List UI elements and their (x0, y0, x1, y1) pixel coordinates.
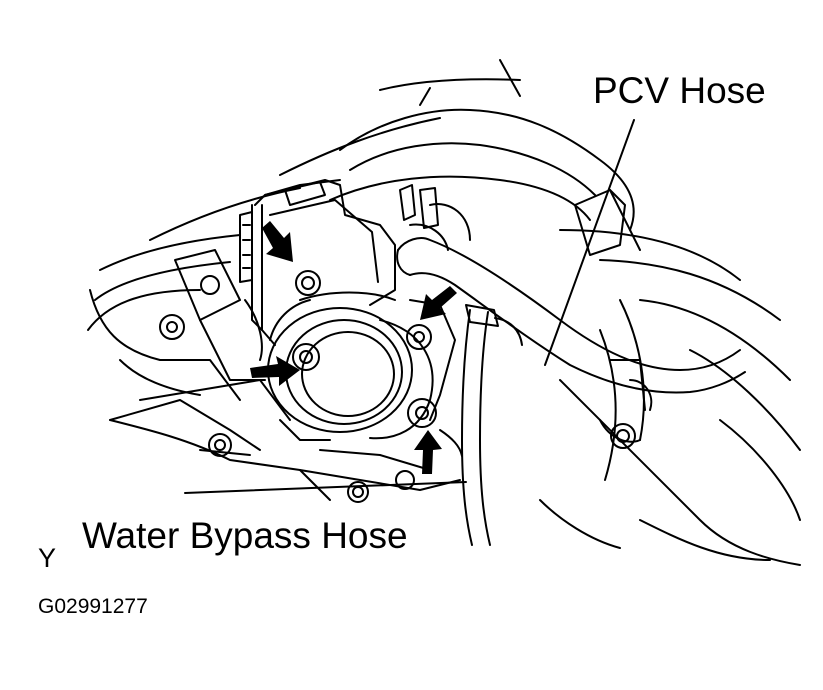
water-bypass-hose (439, 304, 523, 546)
water-bypass-hose-label: Water Bypass Hose (82, 515, 408, 556)
leader-lines (184, 119, 635, 494)
bolt-icon (292, 343, 320, 371)
bolt-icon (406, 324, 432, 350)
pcv-hose-label: PCV Hose (593, 70, 766, 111)
figure-code-label: G02991277 (38, 595, 148, 618)
bolt-icon (295, 270, 321, 296)
engine-background-outline (87, 59, 801, 566)
arrow-icon (414, 430, 442, 474)
mounting-bolts (292, 270, 437, 428)
engine-block-left (89, 249, 461, 503)
view-marker-label: Y (38, 543, 57, 573)
arrow-icon (262, 221, 293, 262)
arrow-icon (250, 356, 300, 386)
bolt-icon (407, 398, 437, 428)
pcv-hose (396, 184, 746, 394)
pcv-hose-leader-line (544, 119, 635, 366)
arrow-icon (420, 286, 457, 320)
water-bypass-leader-line (184, 481, 467, 494)
bolt-arrows (250, 221, 457, 474)
